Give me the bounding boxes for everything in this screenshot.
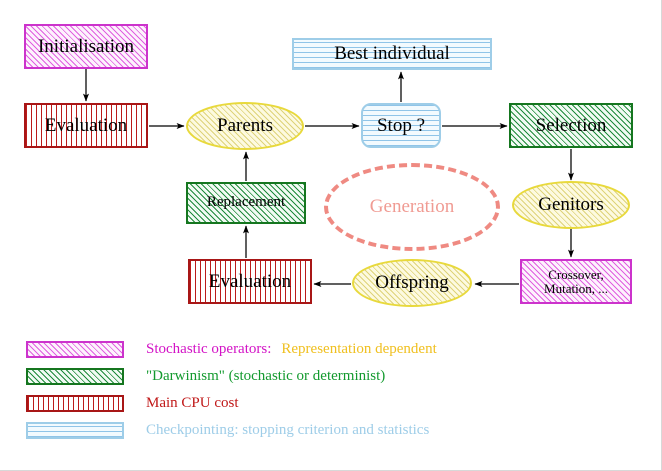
legend-row-checkpointing: Checkpointing: stopping criterion and st… <box>0 417 661 444</box>
legend-swatch-red <box>26 395 124 412</box>
node-initialisation[interactable]: Initialisation <box>24 24 148 69</box>
node-parents-label: Parents <box>217 115 273 137</box>
node-genitors-label: Genitors <box>538 194 604 216</box>
node-genitors[interactable]: Genitors <box>512 181 630 229</box>
node-offspring-label: Offspring <box>375 272 449 294</box>
node-evaluation-top[interactable]: Evaluation <box>24 103 148 148</box>
legend-swatch-magenta <box>26 341 124 358</box>
node-parents[interactable]: Parents <box>186 102 304 150</box>
legend-swatch-blue <box>26 422 124 439</box>
node-offspring[interactable]: Offspring <box>352 259 472 307</box>
node-generation-boundary: Generation <box>324 163 500 251</box>
legend-row-darwinism: "Darwinism" (stochastic or determinist) <box>0 363 661 390</box>
node-evaluation-bottom[interactable]: Evaluation <box>188 259 312 304</box>
legend-label-main-cpu-cost: Main CPU cost <box>146 395 239 411</box>
legend-label-darwinism: "Darwinism" (stochastic or determinist) <box>146 368 386 384</box>
node-replacement-label: Replacement <box>206 194 286 211</box>
node-replacement[interactable]: Replacement <box>186 182 306 224</box>
node-selection[interactable]: Selection <box>509 103 633 148</box>
node-initialisation-label: Initialisation <box>37 35 135 57</box>
node-selection-label: Selection <box>535 114 607 136</box>
node-generation-label: Generation <box>369 196 455 217</box>
node-evaluation-top-label: Evaluation <box>44 114 128 136</box>
legend: Stochastic operators: Representation dep… <box>0 336 661 444</box>
node-crossover-mutation[interactable]: Crossover, Mutation, ... <box>520 259 632 304</box>
node-best-individual-label: Best individual <box>334 43 450 65</box>
legend-label-representation-dependent: Representation dependent <box>281 341 437 357</box>
node-stop-label: Stop ? <box>376 114 426 136</box>
legend-row-stochastic-operators: Stochastic operators: Representation dep… <box>0 336 661 363</box>
legend-label-stochastic-operators: Stochastic operators: <box>146 341 272 357</box>
node-stop[interactable]: Stop ? <box>361 103 441 148</box>
legend-swatch-green <box>26 368 124 385</box>
node-crossover-mutation-label: Crossover, Mutation, ... <box>544 266 608 296</box>
legend-label-checkpointing: Checkpointing: stopping criterion and st… <box>146 422 430 438</box>
node-evaluation-bottom-label: Evaluation <box>208 270 292 292</box>
node-best-individual[interactable]: Best individual <box>292 38 492 70</box>
legend-row-main-cpu-cost: Main CPU cost <box>0 390 661 417</box>
